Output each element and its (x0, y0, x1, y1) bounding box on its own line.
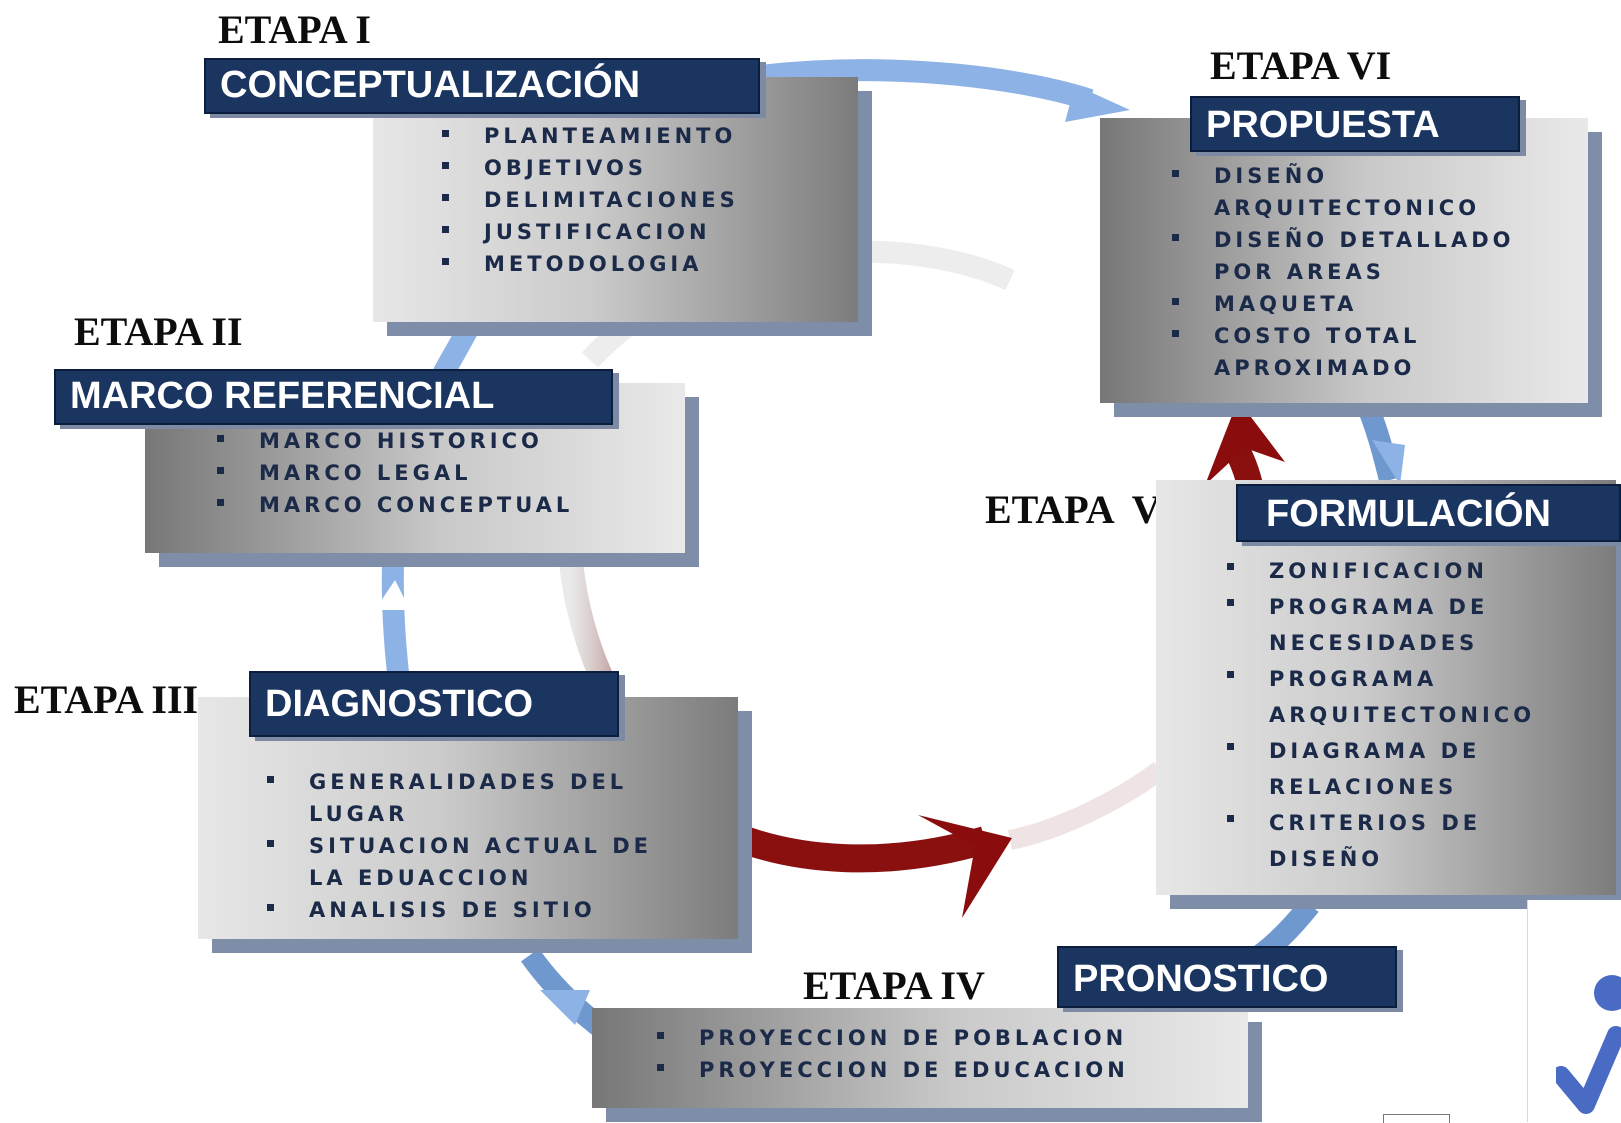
inner-ring-shadow-low (1007, 761, 1166, 850)
stage-3-item: ANALISIS DE SITIO (265, 894, 699, 926)
stage-5-item: PROGRAMA DE NECESIDADES (1225, 589, 1569, 661)
stage-4-title: PRONOSTICO (1057, 946, 1397, 1008)
checkmark-figure-icon (1556, 975, 1621, 1114)
stage-4-item: PROYECCION DE EDUCACION (655, 1054, 1129, 1086)
stage-3-items: GENERALIDADES DEL LUGAR SITUACION ACTUAL… (265, 766, 699, 926)
stage-6-item: COSTO TOTAL APROXIMADO (1170, 320, 1514, 384)
stage-2-item: MARCO HISTORICO (215, 425, 573, 457)
stage-4-box (592, 1008, 1248, 1108)
stage-3-item: SITUACION ACTUAL DE LA EDUACCION (265, 830, 699, 894)
stage-6-title: PROPUESTA (1190, 96, 1520, 152)
stage-3-item: GENERALIDADES DEL LUGAR (265, 766, 669, 830)
stage-6-item: DISEÑO DETALLADO POR AREAS (1170, 224, 1584, 288)
stage-2-items: MARCO HISTORICO MARCO LEGAL MARCO CONCEP… (215, 425, 573, 521)
stage-1-item: OBJETIVOS (440, 152, 739, 184)
stage-1-item: METODOLOGIA (440, 248, 739, 280)
stage-5-item: CRITERIOS DE DISEÑO (1225, 805, 1569, 877)
stage-1-item: PLANTEAMIENTO (440, 120, 739, 152)
stage-6-items: DISEÑO ARQUITECTONICO DISEÑO DETALLADO P… (1170, 160, 1584, 384)
stage-2-title: MARCO REFERENCIAL (54, 369, 613, 425)
stage-1-item: JUSTIFICACION (440, 216, 739, 248)
stage-2-item: MARCO LEGAL (215, 457, 573, 489)
stage-5-title: FORMULACIÓN (1236, 484, 1621, 542)
stage-5-items: ZONIFICACION PROGRAMA DE NECESIDADES PRO… (1225, 553, 1599, 877)
cycle-arrow-stage1-to-stage6 (758, 59, 1130, 122)
stage-1-items: PLANTEAMIENTO OBJETIVOS DELIMITACIONES J… (440, 120, 739, 280)
stage-6-box (1100, 118, 1588, 403)
stage-4-items: PROYECCION DE POBLACION PROYECCION DE ED… (655, 1022, 1129, 1086)
stage-4-label: ETAPA IV (803, 963, 985, 1008)
stage-5-label: ETAPA V (985, 487, 1161, 532)
corner-mark (1383, 1114, 1450, 1123)
stage-5-box (1156, 480, 1616, 895)
stage-3-box (198, 697, 738, 939)
stage-6-item: MAQUETA (1170, 288, 1584, 320)
stage-4-item: PROYECCION DE POBLACION (655, 1022, 1129, 1054)
stage-5-item: ZONIFICACION (1225, 553, 1599, 589)
stage-6-label: ETAPA VI (1210, 43, 1392, 88)
stage-1-item: DELIMITACIONES (440, 184, 739, 216)
stage-1-title: CONCEPTUALIZACIÓN (204, 58, 760, 114)
feedback-arrow-stage5-to-stage6 (1205, 400, 1285, 489)
cycle-arrow-stage6-to-stage5 (1354, 395, 1405, 485)
stage-1-box (373, 77, 858, 322)
stage-5-item: PROGRAMA ARQUITECTONICO (1225, 661, 1569, 733)
stage-6-item: DISEÑO ARQUITECTONICO (1170, 160, 1514, 224)
stage-2-item: MARCO CONCEPTUAL (215, 489, 573, 521)
stage-3-title: DIAGNOSTICO (249, 671, 619, 737)
stage-3-label: ETAPA III (14, 677, 199, 722)
stage-1-label: ETAPA I (218, 7, 371, 52)
stage-2-label: ETAPA II (74, 309, 243, 354)
stage-5-item: DIAGRAMA DE RELACIONES (1225, 733, 1569, 805)
